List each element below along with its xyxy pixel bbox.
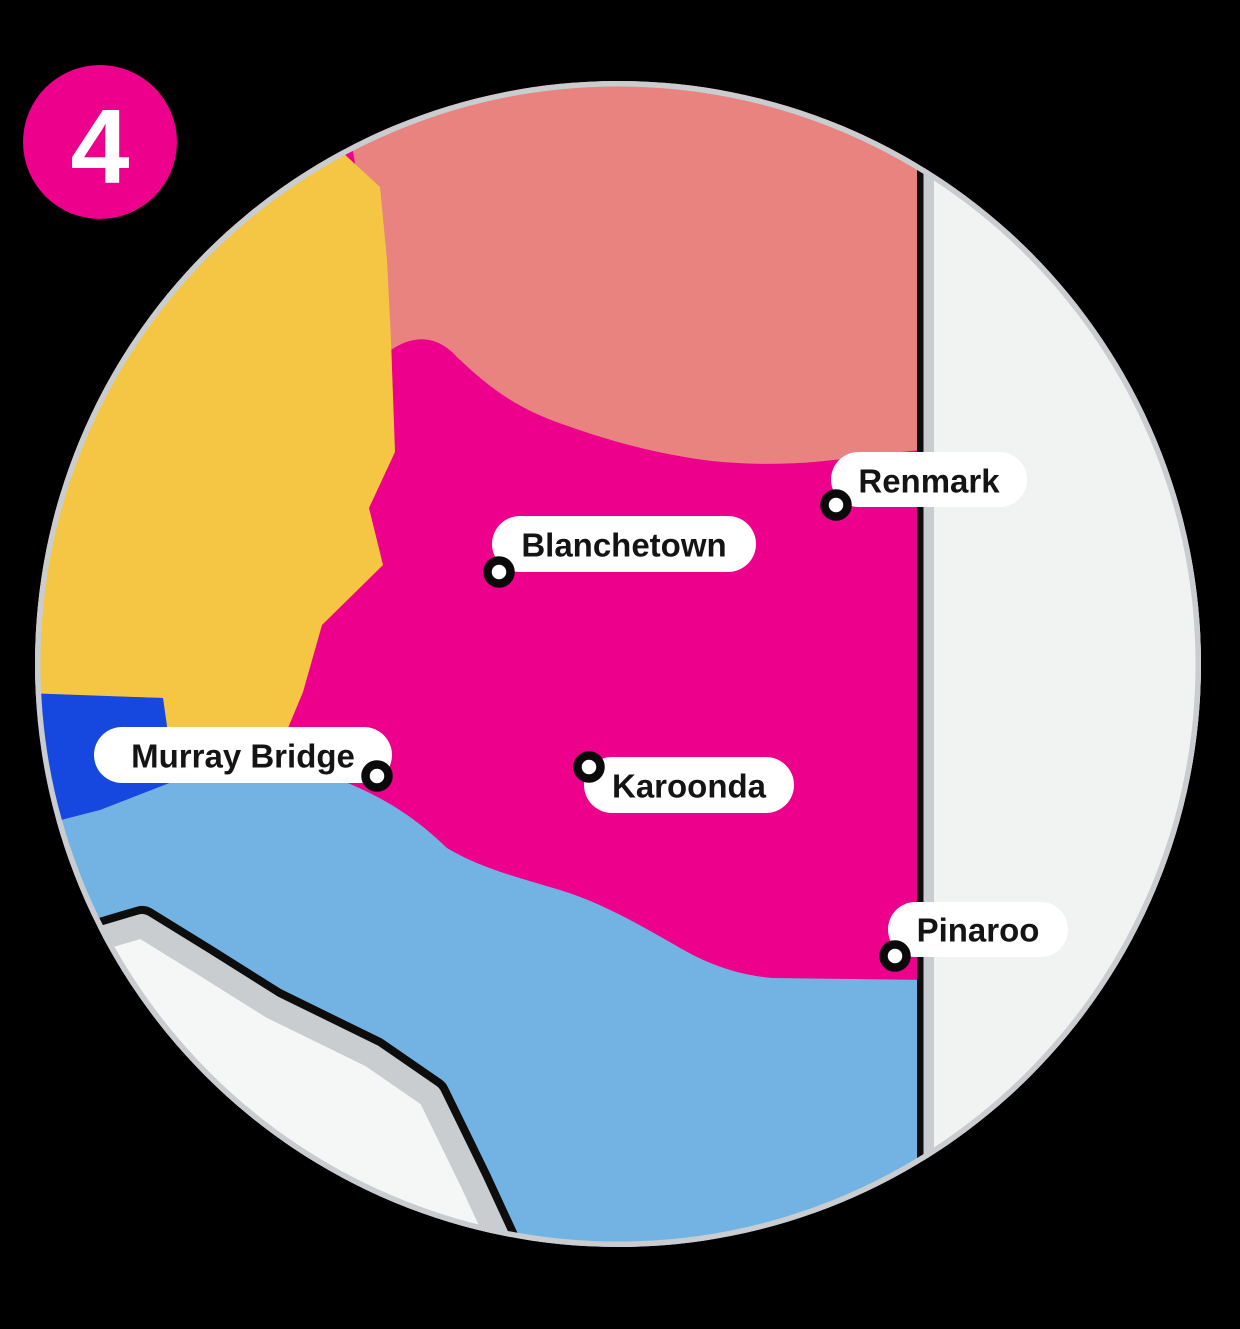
town-marker-murray-bridge[interactable] — [361, 760, 393, 792]
label-pill[interactable] — [831, 452, 1027, 507]
state-border-line — [917, 81, 924, 1247]
label-pill[interactable] — [888, 902, 1068, 957]
town-markers — [361, 489, 911, 972]
region-salmon — [330, 81, 930, 464]
town-label-murray-bridge[interactable]: Murray Bridge — [94, 727, 392, 783]
town-label-karoonda[interactable]: Karoonda — [584, 757, 794, 813]
town-marker-karoonda[interactable] — [573, 751, 605, 783]
town-marker-blanchetown[interactable] — [483, 556, 515, 588]
town-label-text: Murray Bridge — [131, 738, 355, 775]
town-label-text: Blanchetown — [521, 527, 726, 564]
town-label-pinaroo[interactable]: Pinaroo — [888, 902, 1068, 957]
border-gray-strip — [923, 81, 934, 1247]
town-marker-renmark[interactable] — [820, 489, 852, 521]
town-label-text: Karoonda — [612, 768, 767, 805]
badge-number: 4 — [71, 88, 130, 206]
town-label-renmark[interactable]: Renmark — [831, 452, 1027, 507]
town-label-text: Pinaroo — [917, 912, 1040, 949]
label-pill[interactable] — [94, 727, 392, 783]
town-label-blanchetown[interactable]: Blanchetown — [492, 516, 756, 572]
label-pill[interactable] — [492, 516, 756, 572]
town-marker-pinaroo[interactable] — [879, 940, 911, 972]
badge-circle — [23, 65, 177, 219]
label-pill[interactable] — [584, 757, 794, 813]
step-badge: 4 — [23, 65, 177, 219]
town-labels: Renmark Blanchetown Murray Bridge Karoon… — [94, 452, 1068, 957]
town-label-text: Renmark — [858, 463, 1000, 500]
